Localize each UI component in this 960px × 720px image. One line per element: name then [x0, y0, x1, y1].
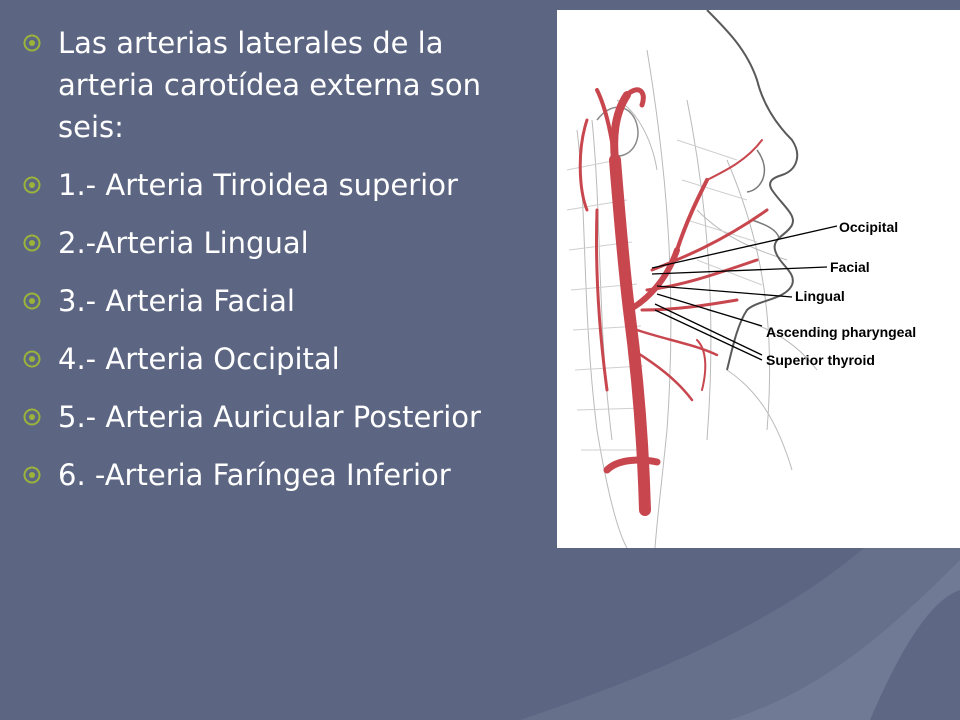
bullet-text: 1.- Arteria Tiroidea superior [58, 168, 458, 202]
bullet-item-1: 1.- Arteria Tiroidea superior [22, 164, 542, 206]
circled-dot-icon [23, 292, 41, 310]
circled-dot-icon [23, 34, 41, 52]
bullet-item-3: 3.- Arteria Facial [22, 280, 542, 322]
bullet-text: 3.- Arteria Facial [58, 284, 295, 318]
bullet-text: 2.-Arteria Lingual [58, 226, 309, 260]
bullet-item-6: 6. -Arteria Faríngea Inferior [22, 454, 542, 496]
circled-dot-icon [23, 408, 41, 426]
bullet-item-2: 2.-Arteria Lingual [22, 222, 542, 264]
head-neck-drawing: Occipital Facial Lingual Ascending phary… [557, 10, 960, 548]
label-occipital: Occipital [839, 219, 898, 235]
circled-dot-icon [23, 234, 41, 252]
carotid-artery-illustration: Occipital Facial Lingual Ascending phary… [557, 10, 960, 548]
bullet-item-5: 5.- Arteria Auricular Posterior [22, 396, 542, 438]
bullet-item-intro: Las arterias laterales de la arteria car… [22, 22, 542, 148]
label-ascending-pharyngeal: Ascending pharyngeal [766, 324, 916, 340]
bullet-item-4: 4.- Arteria Occipital [22, 338, 542, 380]
bullet-text: Las arterias laterales de la arteria car… [58, 26, 482, 144]
label-superior-thyroid: Superior thyroid [766, 352, 875, 368]
circled-dot-icon [23, 350, 41, 368]
circled-dot-icon [23, 466, 41, 484]
bullet-text: 6. -Arteria Faríngea Inferior [58, 458, 451, 492]
label-lingual: Lingual [795, 288, 845, 304]
bullet-list: Las arterias laterales de la arteria car… [22, 22, 542, 512]
label-facial: Facial [830, 259, 870, 275]
bullet-text: 5.- Arteria Auricular Posterior [58, 400, 481, 434]
circled-dot-icon [23, 176, 41, 194]
bullet-text: 4.- Arteria Occipital [58, 342, 340, 376]
